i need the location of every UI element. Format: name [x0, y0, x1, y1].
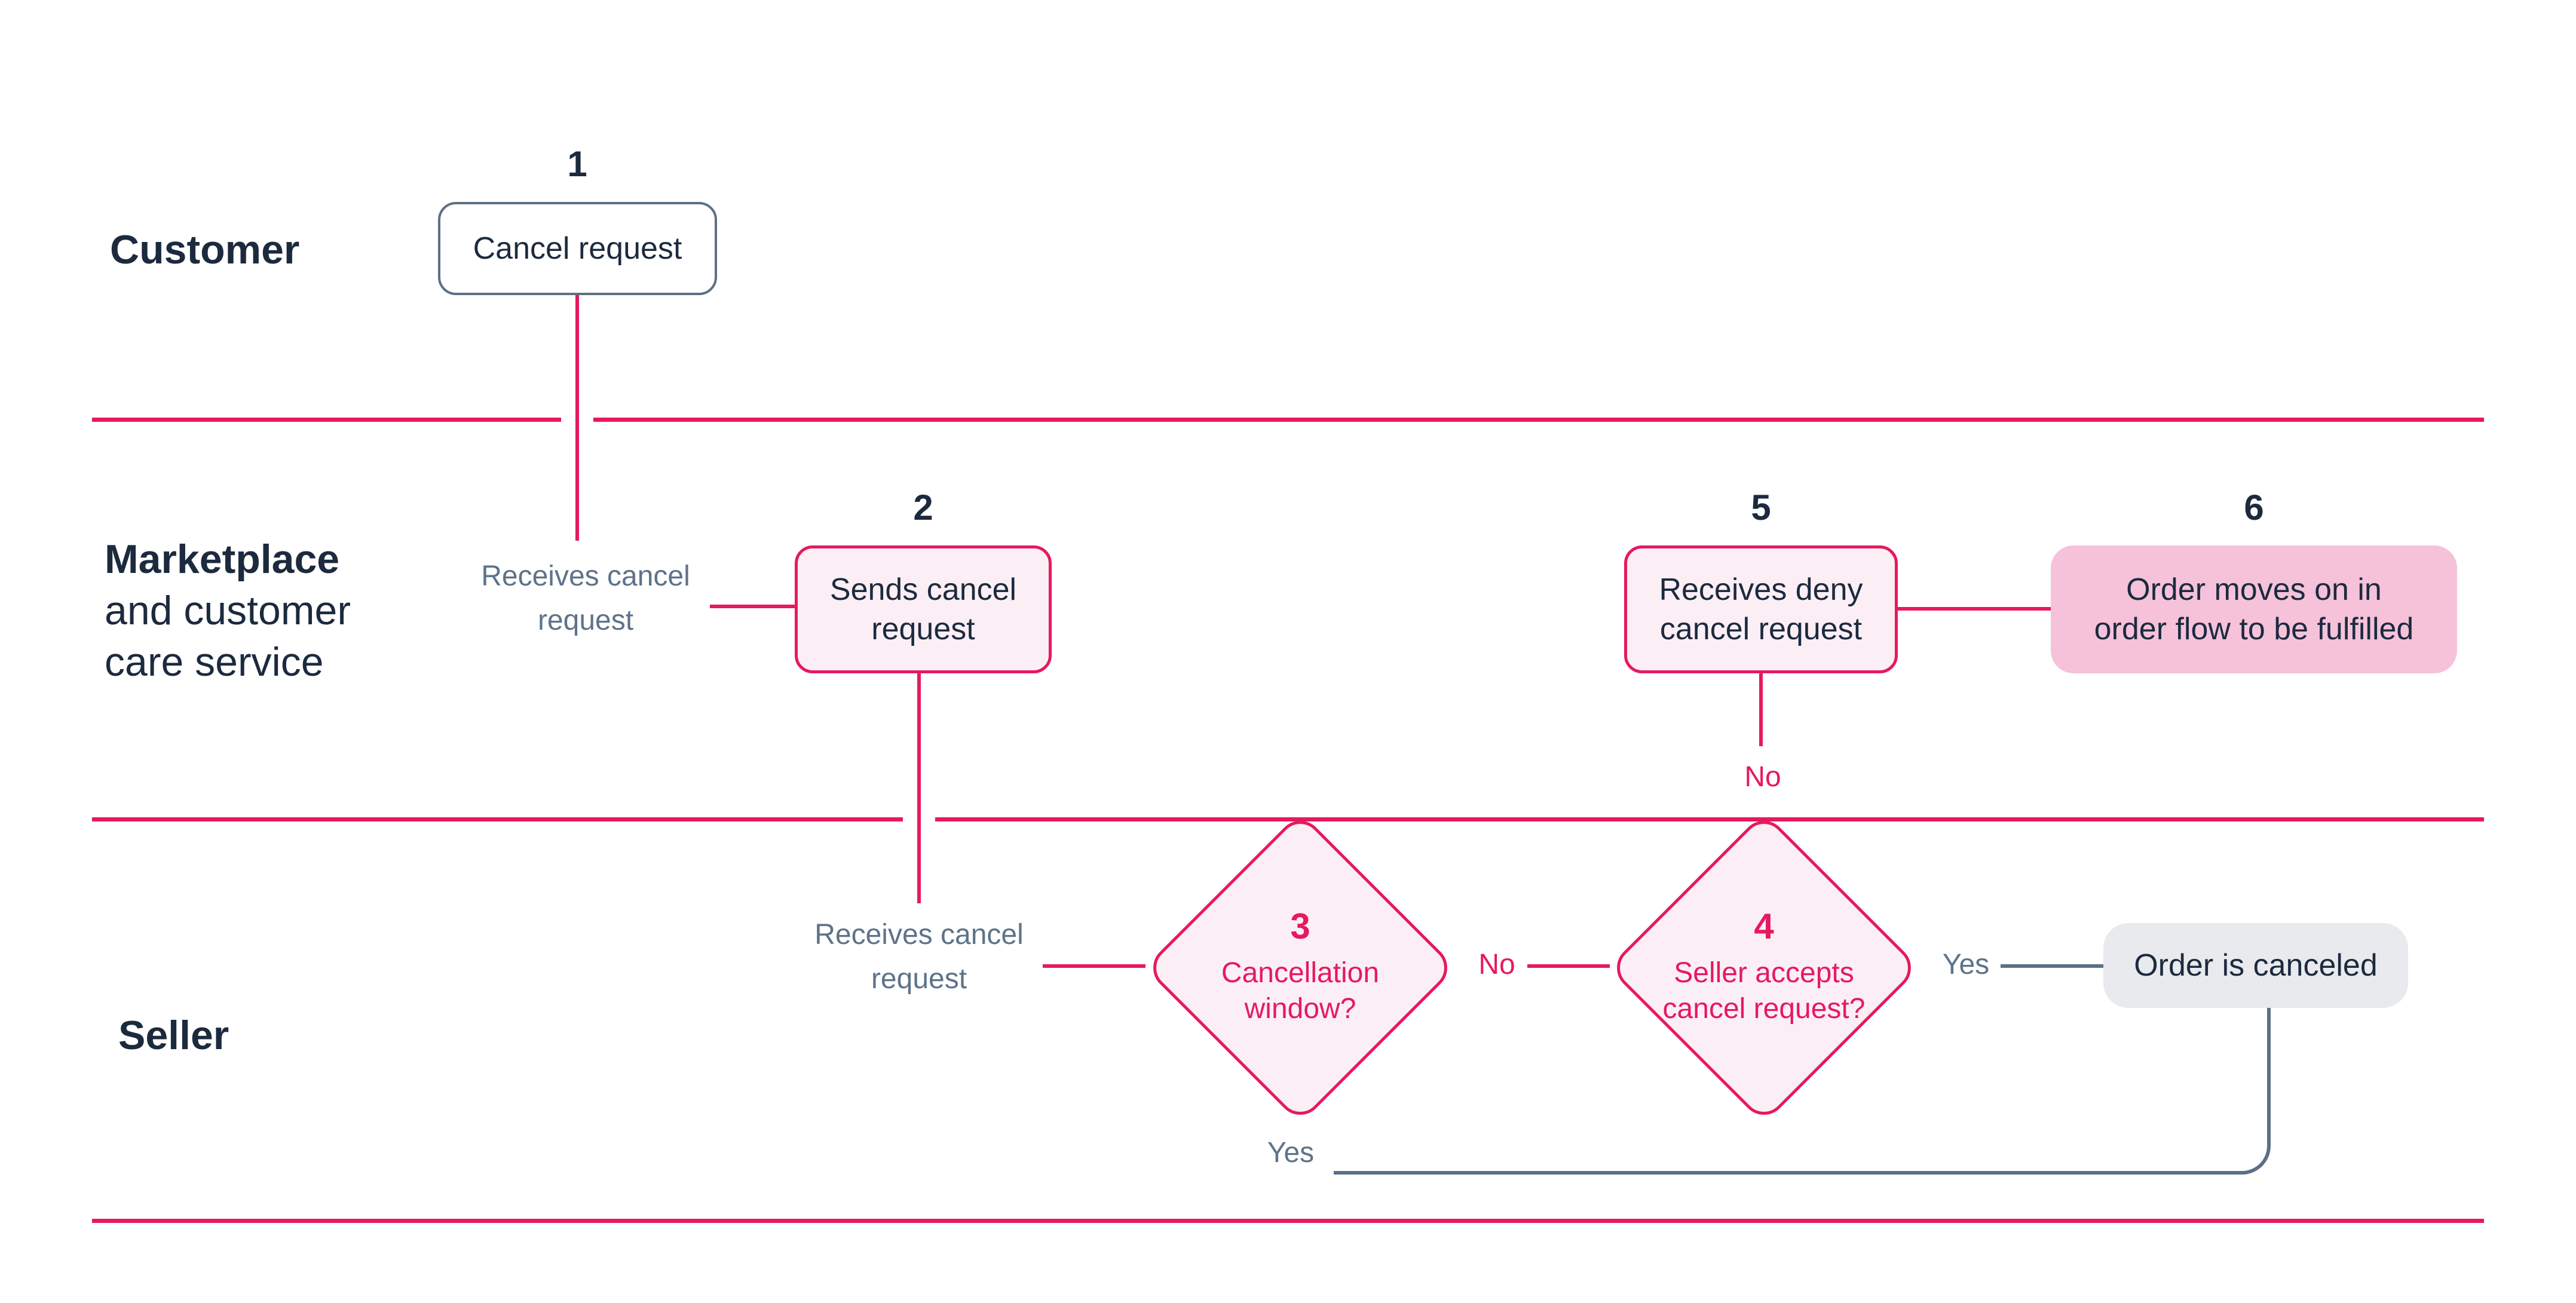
lane-divider-marketplace-seller: [92, 817, 2484, 821]
annotation-receives-cancel-marketplace: Receives cancel request: [466, 554, 705, 643]
node-receives-deny-cancel-request: Receives deny cancel request: [1624, 545, 1898, 673]
connector-end-to-yes-bottom: [1334, 1007, 2271, 1175]
step-number-5: 5: [1751, 488, 1771, 528]
lane-label-marketplace: Marketplace and customer care service: [105, 534, 351, 688]
decision-seller-accepts: 4 Seller accepts cancel request?: [1638, 860, 1889, 1075]
connector-no-to-d4: [1527, 964, 1610, 968]
step-number-4: 4: [1754, 906, 1774, 946]
lane-label-customer: Customer: [110, 224, 299, 275]
node-order-moves-on-line1: Order moves on in: [2126, 572, 2382, 607]
connector-t1-to-n2: [710, 605, 795, 608]
node-order-is-canceled-label: Order is canceled: [2134, 948, 2378, 983]
node-sends-cancel-request-line2: request: [871, 612, 975, 646]
decision-cancellation-window-line1: Cancellation: [1221, 957, 1380, 989]
decision-cancellation-window-line2: window?: [1244, 993, 1356, 1025]
lane-label-marketplace-line1: Marketplace: [105, 536, 340, 582]
node-receives-deny-line2: cancel request: [1659, 612, 1863, 646]
step-number-6: 6: [2244, 488, 2264, 528]
node-sends-cancel-request-line1: Sends cancel: [829, 572, 1017, 607]
lane-label-marketplace-line3: care service: [105, 639, 324, 685]
lane-divider-bottom: [92, 1219, 2484, 1223]
node-receives-deny-line1: Receives deny: [1659, 572, 1863, 607]
node-order-is-canceled: Order is canceled: [2103, 923, 2408, 1008]
label-no-above-diamond4: No: [1744, 761, 1781, 793]
label-no-between-diamonds: No: [1478, 949, 1515, 980]
connector-n1-to-t1: [575, 295, 579, 541]
annotation-t1-line1: Receives cancel: [481, 560, 690, 592]
decision-cancellation-window: 3 Cancellation window?: [1175, 860, 1426, 1075]
node-order-moves-on-line2: order flow to be fulfilled: [2094, 612, 2414, 646]
decision-seller-accepts-line2: cancel request?: [1662, 993, 1866, 1025]
node-cancel-request-label: Cancel request: [473, 231, 682, 266]
lane-label-seller-line: Seller: [118, 1013, 229, 1058]
node-sends-cancel-request: Sends cancel request: [795, 545, 1052, 673]
node-order-moves-on: Order moves on in order flow to be fulfi…: [2051, 545, 2457, 673]
step-number-3: 3: [1290, 906, 1310, 946]
lane-divider-customer-marketplace: [92, 418, 2484, 422]
annotation-t1-line2: request: [537, 605, 634, 636]
node-cancel-request: Cancel request: [438, 202, 717, 295]
lane-label-customer-line: Customer: [110, 227, 300, 272]
connector-n5-to-no: [1759, 673, 1763, 746]
label-yes-below-diamond3: Yes: [1267, 1137, 1315, 1169]
annotation-receives-cancel-seller: Receives cancel request: [800, 913, 1039, 1001]
connector-yes-to-end: [2001, 964, 2103, 968]
lane-label-seller: Seller: [118, 1010, 229, 1061]
connector-n5-to-n6: [1898, 607, 2051, 611]
step-number-2: 2: [913, 488, 933, 528]
annotation-t2-line2: request: [871, 963, 967, 995]
lane-label-marketplace-line2: and customer: [105, 588, 351, 633]
label-yes-right-of-diamond4: Yes: [1942, 949, 1990, 980]
annotation-t2-line1: Receives cancel: [814, 919, 1024, 951]
step-number-1: 1: [567, 144, 587, 184]
connector-n2-to-t2: [917, 673, 921, 903]
connector-t2-to-d3: [1043, 964, 1145, 968]
decision-seller-accepts-line1: Seller accepts: [1674, 957, 1854, 989]
